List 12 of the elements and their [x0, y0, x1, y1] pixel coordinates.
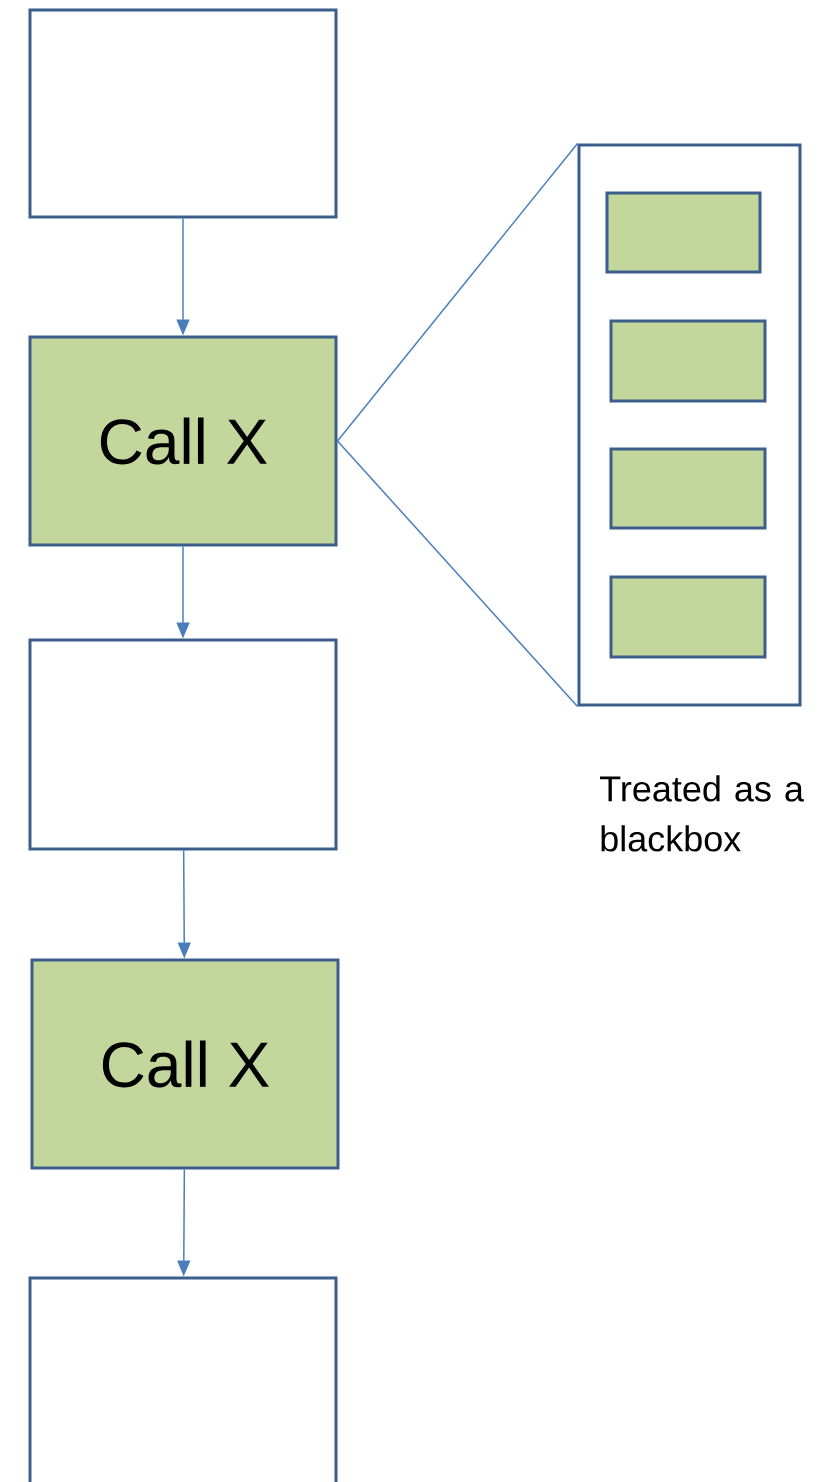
- process-box: [609, 319, 767, 403]
- process-box: [609, 447, 767, 530]
- process-box: [28, 638, 338, 851]
- process-box: [28, 8, 338, 219]
- call-box: Call X: [30, 958, 340, 1170]
- process-box: [28, 1276, 338, 1482]
- call-box: Call X: [28, 335, 338, 547]
- caption-text: Treated as a blackbox: [600, 775, 804, 852]
- process-box: [609, 575, 767, 659]
- zoom-line: [336, 142, 579, 442]
- process-box: [605, 191, 762, 274]
- zoom-line: [336, 440, 579, 708]
